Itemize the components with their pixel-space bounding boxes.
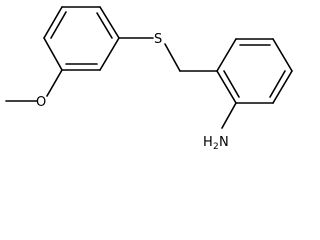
oxygen-atom: O [36,95,46,110]
aniline-ring [216,38,293,104]
s-ch2-bond [164,43,181,72]
ring2-bond-4 [272,70,293,104]
ring2-bond-6 [216,70,237,104]
amine-h-label: H [203,135,213,150]
sulfur-atom: S [154,32,162,47]
thioether-linkage: S [118,32,218,72]
ring2-bond-3 [272,38,293,72]
ring1-bond-6 [43,37,63,71]
ring2-bond-1 [216,38,237,72]
amine-subscript: 2 [213,142,219,152]
ring1-bond-4 [99,37,120,71]
o-ring-bond [46,69,63,97]
molecule-structure: O S H 2 N [5,6,293,152]
ring1-double-1 [50,11,67,39]
amine-group: H 2 N [203,102,237,152]
ring1-bond-1 [43,6,63,39]
ring2-double-2 [269,70,286,98]
methoxyphenyl-ring [43,6,120,71]
methoxy-group: O [5,69,63,110]
ring1-bond-3 [99,6,120,39]
ring2-double-3 [223,70,240,98]
ring1-double-2 [96,12,113,39]
amine-n-label: N [219,135,229,150]
ring2-n-bond [221,102,237,129]
